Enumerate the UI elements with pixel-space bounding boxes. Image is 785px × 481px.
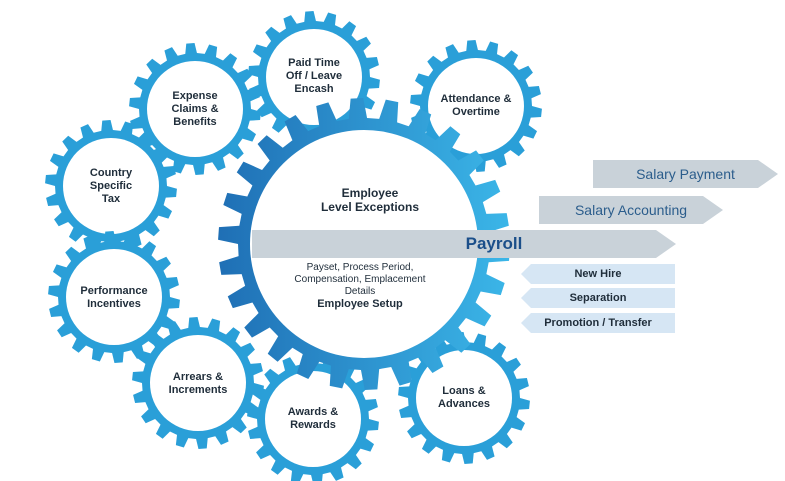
employee-setup-details: Payset, Process Period, Compensation, Em… bbox=[294, 262, 426, 297]
salary-payment-label: Salary Payment bbox=[636, 166, 735, 182]
gear-label-performance: Performance Incentives bbox=[80, 285, 148, 310]
salary-accounting-arrow: Salary Accounting bbox=[539, 196, 723, 224]
gear-icon bbox=[45, 120, 177, 252]
gear-label-country-tax: Country Specific Tax bbox=[89, 166, 133, 205]
separation-arrow: Separation bbox=[521, 288, 675, 308]
gear-icon bbox=[248, 11, 380, 143]
gear-label-awards: Awards & Rewards bbox=[287, 406, 339, 431]
promotion-transfer-label: Promotion / Transfer bbox=[544, 317, 652, 329]
gear-label-expense: Expense Claims & Benefits bbox=[171, 89, 219, 128]
arrow-shape bbox=[593, 160, 778, 188]
gear-icon bbox=[48, 231, 180, 363]
employee-setup-title: Employee Setup bbox=[317, 298, 403, 310]
promotion-transfer-arrow: Promotion / Transfer bbox=[521, 313, 675, 333]
gear-label-attendance: Attendance & Overtime bbox=[440, 93, 512, 118]
payroll-arrow: Payroll bbox=[252, 230, 676, 258]
new-hire-arrow: New Hire bbox=[521, 264, 675, 284]
new-hire-label: New Hire bbox=[574, 268, 622, 280]
gear-label-arrears: Arrears & Increments bbox=[168, 371, 228, 396]
gear-icon bbox=[132, 317, 264, 449]
gear-icon bbox=[247, 353, 379, 481]
gear-label-paid-time-off: Paid Time Off / Leave Encash bbox=[285, 56, 343, 95]
separation-label: Separation bbox=[569, 292, 627, 304]
employee-level-exceptions: Employee Level Exceptions bbox=[320, 186, 420, 214]
arrow-shape bbox=[521, 264, 675, 284]
arrow-shape bbox=[252, 230, 676, 258]
salary-accounting-label: Salary Accounting bbox=[574, 202, 688, 218]
arrow-shape bbox=[521, 313, 675, 333]
salary-payment-arrow: Salary Payment bbox=[593, 160, 778, 188]
gear-label-loans: Loans & Advances bbox=[438, 385, 490, 410]
gear-icon bbox=[129, 43, 261, 175]
payroll-label: Payroll bbox=[465, 234, 523, 253]
arrow-shape bbox=[521, 288, 675, 308]
arrow-shape bbox=[539, 196, 723, 224]
